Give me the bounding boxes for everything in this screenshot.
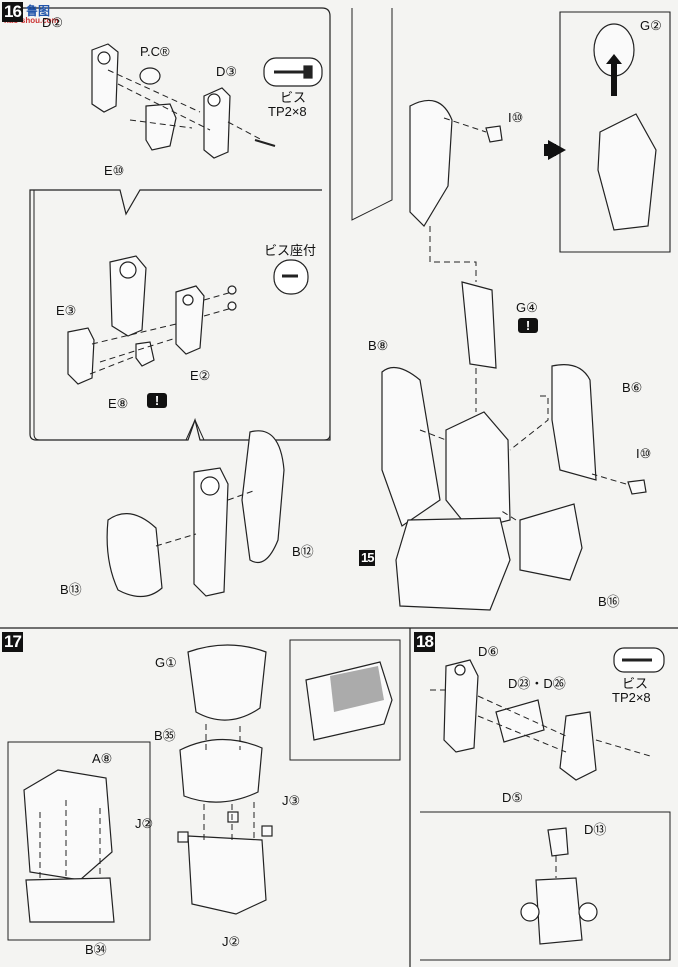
label-b34: B㉞ [85, 942, 107, 957]
caution-icon-2: ! [518, 318, 538, 333]
label-screw-b-1: ビス [622, 676, 649, 691]
label-g2: G② [640, 18, 662, 33]
label-screw-a-1: ビス [280, 90, 307, 105]
label-b13: B⑬ [60, 582, 82, 597]
label-e8: E⑧ [108, 396, 129, 411]
step-number-15: 15 [359, 550, 376, 566]
label-e3: E③ [56, 303, 77, 318]
label-b16: B⑯ [598, 594, 620, 609]
label-screw-b-2: TP2×8 [612, 690, 651, 705]
label-d2: D② [42, 15, 64, 30]
label-e10: E⑩ [104, 163, 125, 178]
label-a8: A⑧ [92, 751, 113, 766]
label-j2-a: J② [135, 816, 154, 831]
label-b12: B⑫ [292, 544, 314, 559]
label-i10-b: I⑩ [636, 446, 652, 461]
label-b8: B⑧ [368, 338, 389, 353]
watermark-url: nao-shou.com [4, 16, 59, 25]
step-number-16: 16 [2, 2, 23, 22]
step-number-17: 17 [2, 632, 23, 652]
label-bis-washer: ビス座付 [264, 243, 317, 258]
label-d13: D⑬ [584, 822, 607, 837]
label-e2: E② [190, 368, 211, 383]
label-d23-d26: D㉓・D㉖ [508, 676, 566, 691]
label-d3: D③ [216, 64, 238, 79]
label-j2-b: J② [222, 934, 241, 949]
label-d5: D⑤ [502, 790, 524, 805]
label-g4: G④ [516, 300, 538, 315]
label-g1: G① [155, 655, 177, 670]
label-d6: D⑥ [478, 644, 500, 659]
label-i10-a: I⑩ [508, 110, 524, 125]
label-b6: B⑥ [622, 380, 643, 395]
watermark-logo: 鲁图 [26, 4, 51, 18]
label-screw-a-2: TP2×8 [268, 104, 307, 119]
label-j3: J③ [282, 793, 301, 808]
label-pc: P.C® [140, 44, 170, 59]
label-b35: B㉟ [154, 728, 176, 743]
step-number-18: 18 [414, 632, 435, 652]
caution-icon: ! [147, 393, 167, 408]
